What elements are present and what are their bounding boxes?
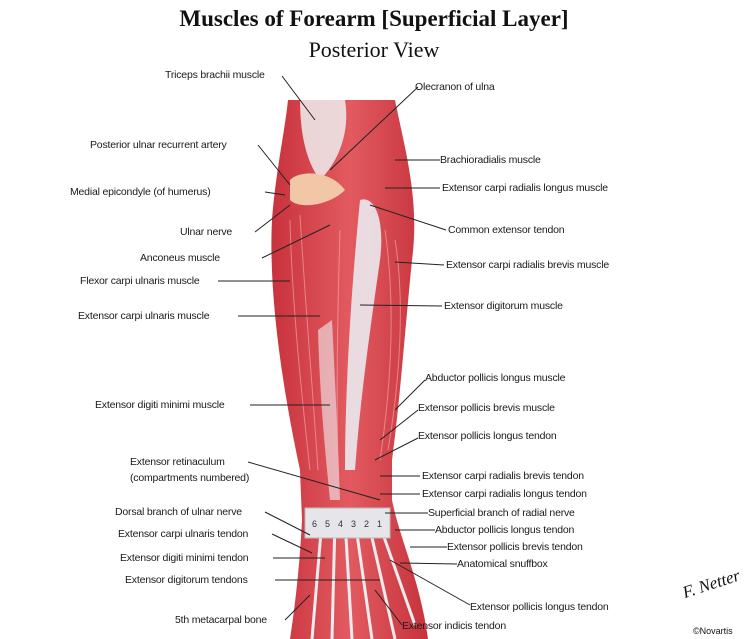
label-common-extensor-tendon: Common extensor tendon	[448, 224, 565, 236]
compartment-number: 6	[312, 519, 317, 529]
compartment-number: 2	[364, 519, 369, 529]
common-extensor-tendon	[345, 199, 382, 471]
triceps-tendon	[300, 100, 347, 180]
label-extensor-digiti-minimi-tendon: Extensor digiti minimi tendon	[120, 552, 249, 564]
extensor-retinaculum	[304, 507, 391, 539]
leader-line-anconeus-muscle	[261, 224, 331, 259]
label-dorsal-branch-of-ulnar-nerve: Dorsal branch of ulnar nerve	[115, 506, 242, 518]
leader-line-extensor-pollicis-longus-tendon	[374, 437, 419, 461]
label-extensor-pollicis-brevis-tendon: Extensor pollicis brevis tendon	[447, 541, 583, 553]
leader-line-extensor-indicis-tendon	[374, 589, 403, 626]
label-extensor-pollicis-longus-tendon: Extensor pollicis longus tendon	[470, 601, 609, 613]
label-abductor-pollicis-longus-muscle: Abductor pollicis longus muscle	[425, 372, 566, 384]
leader-line-abductor-pollicis-longus-muscle	[394, 379, 426, 411]
label-extensor-carpi-ulnaris-muscle: Extensor carpi ulnaris muscle	[78, 310, 210, 322]
label-extensor-carpi-radialis-brevis-tendon: Extensor carpi radialis brevis tendon	[422, 470, 584, 482]
label-flexor-carpi-ulnaris-muscle: Flexor carpi ulnaris muscle	[80, 275, 200, 287]
compartment-number: 5	[325, 519, 330, 529]
label-extensor-indicis-tendon: Extensor indicis tendon	[402, 620, 506, 632]
leader-line-triceps-brachii-muscle	[281, 75, 316, 121]
label-extensor-carpi-radialis-longus-tendon: Extensor carpi radialis longus tendon	[422, 488, 587, 500]
copyright-text: ©Novartis	[693, 626, 733, 636]
leader-line-medial-epicondyle-of-humerus	[264, 191, 286, 196]
label-abductor-pollicis-longus-tendon: Abductor pollicis longus tendon	[435, 524, 575, 536]
diagram-title: Muscles of Forearm [Superficial Layer]	[179, 6, 569, 31]
label-anconeus-muscle: Anconeus muscle	[140, 252, 220, 264]
muscle-fibers	[289, 214, 401, 471]
leader-line-posterior-ulnar-recurrent-artery	[257, 144, 291, 186]
leader-line-5th-metacarpal-bone	[284, 594, 311, 621]
leader-line-extensor-pollicis-longus-tendon	[389, 559, 471, 606]
olecranon	[290, 173, 345, 206]
label-extensor-digitorum-tendons: Extensor digitorum tendons	[125, 574, 248, 586]
label-5th-metacarpal-bone: 5th metacarpal bone	[175, 614, 267, 626]
leader-line-olecranon-of-ulna	[329, 86, 419, 171]
leader-line-ulnar-nerve	[254, 204, 291, 233]
compartment-number: 3	[351, 519, 356, 529]
label-superficial-branch-of-radial-nerve: Superficial branch of radial nerve	[428, 507, 575, 519]
label-extensor-pollicis-brevis-muscle: Extensor pollicis brevis muscle	[418, 402, 555, 414]
leader-line-common-extensor-tendon	[369, 204, 447, 231]
leader-line-extensor-digitorum-muscle	[359, 304, 443, 307]
label-extensor-digiti-minimi-muscle: Extensor digiti minimi muscle	[95, 399, 225, 411]
compartment-number: 1	[377, 519, 382, 529]
leader-line-anatomical-snuffbox	[399, 562, 458, 565]
label-compartments-numbered: (compartments numbered)	[130, 472, 250, 484]
label-ulnar-nerve: Ulnar nerve	[180, 226, 233, 238]
leader-line-dorsal-branch-of-ulnar-nerve	[264, 511, 311, 536]
label-extensor-carpi-ulnaris-tendon: Extensor carpi ulnaris tendon	[118, 528, 249, 540]
label-extensor-pollicis-longus-tendon: Extensor pollicis longus tendon	[418, 430, 557, 442]
label-medial-epicondyle-of-humerus: Medial epicondyle (of humerus)	[70, 186, 211, 198]
label-posterior-ulnar-recurrent-artery: Posterior ulnar recurrent artery	[90, 139, 227, 151]
leader-line-extensor-carpi-ulnaris-tendon	[271, 533, 313, 554]
label-anatomical-snuffbox: Anatomical snuffbox	[457, 558, 548, 570]
leader-line-extensor-retinaculum	[247, 461, 381, 501]
label-extensor-carpi-radialis-brevis-muscle: Extensor carpi radialis brevis muscle	[446, 259, 609, 271]
diagram-subtitle: Posterior View	[308, 37, 440, 62]
label-extensor-retinaculum: Extensor retinaculum	[130, 456, 225, 468]
label-olecranon-of-ulna: Olecranon of ulna	[415, 81, 495, 93]
leader-line-extensor-carpi-radialis-brevis-muscle	[394, 261, 445, 266]
label-extensor-digitorum-muscle: Extensor digitorum muscle	[444, 300, 563, 312]
label-triceps-brachii-muscle: Triceps brachii muscle	[165, 69, 265, 81]
extensor-digitorum-tendon-band	[318, 320, 340, 500]
compartment-number: 4	[338, 519, 343, 529]
label-extensor-carpi-radialis-longus-muscle: Extensor carpi radialis longus muscle	[442, 182, 608, 194]
label-brachioradialis-muscle: Brachioradialis muscle	[440, 154, 541, 166]
leader-line-extensor-pollicis-brevis-muscle	[379, 409, 419, 441]
